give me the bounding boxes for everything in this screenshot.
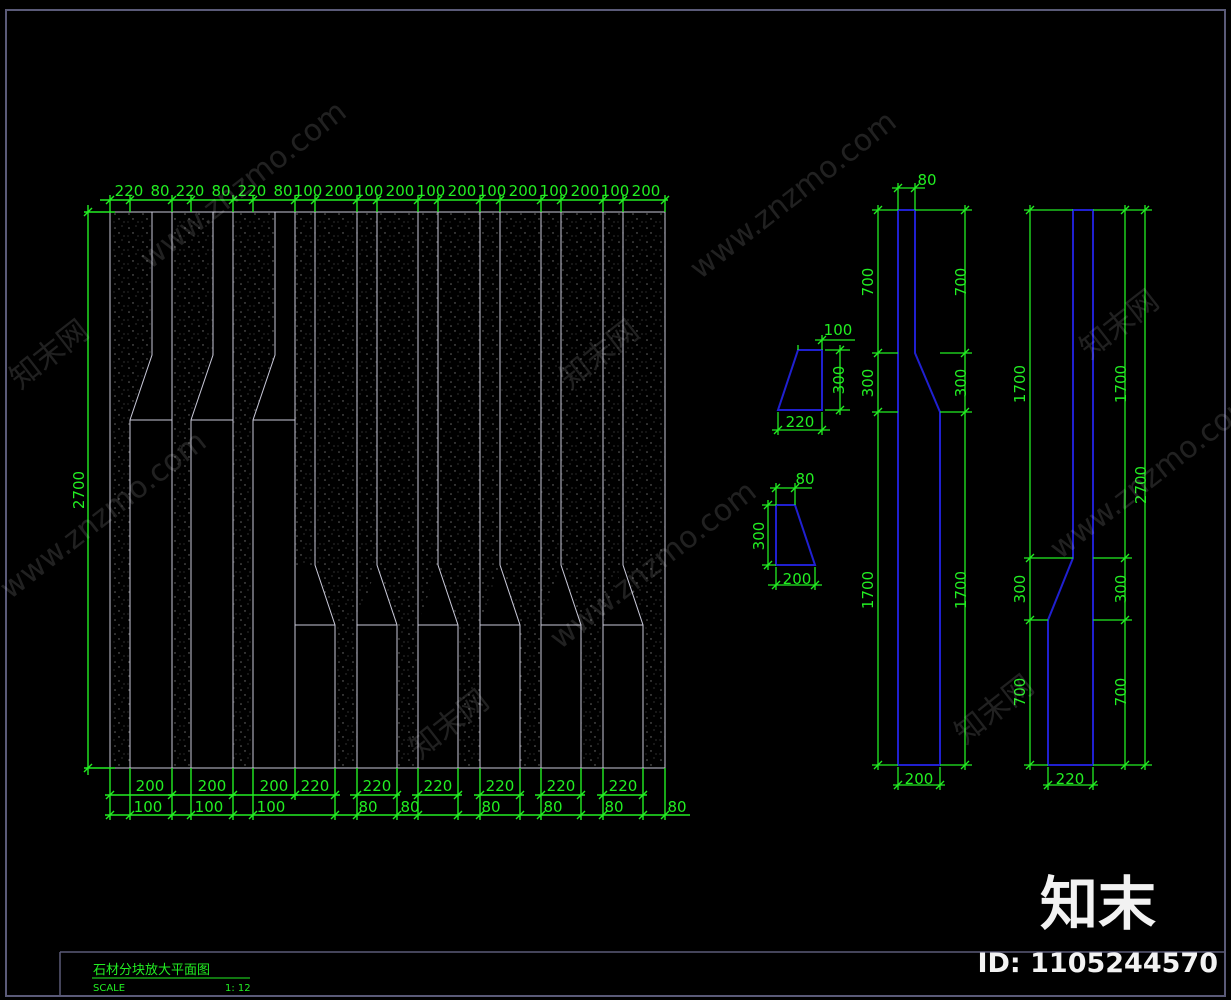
watermark-brand-text: 知末网 bbox=[1073, 283, 1165, 366]
dim-label: 80 bbox=[358, 798, 377, 816]
dim-label: 220 bbox=[238, 182, 267, 200]
dim-label: 220 bbox=[486, 777, 515, 795]
blank-region bbox=[130, 212, 172, 768]
dim-label: 80 bbox=[604, 798, 623, 816]
brand-logo: 知末 ID: 1105244570 bbox=[977, 870, 1218, 979]
drawing-title: 石材分块放大平面图 bbox=[93, 963, 210, 978]
dim-label: 220 bbox=[363, 777, 392, 795]
title-block: 石材分块放大平面图 SCALE 1: 12 bbox=[59, 951, 1225, 996]
watermark-site-text: www.znzmo.com bbox=[683, 104, 903, 286]
viewport-frame bbox=[5, 9, 1226, 997]
dim-label: 220 bbox=[609, 777, 638, 795]
dim-label: 80 bbox=[211, 182, 230, 200]
dim-label: 100 bbox=[478, 182, 507, 200]
dim-label: 100 bbox=[195, 798, 224, 816]
column-1-upper-right-dim: 700 bbox=[952, 268, 970, 297]
height-total-label: 2700 bbox=[70, 471, 88, 509]
piece-b-bottom-dim: 200 bbox=[783, 570, 812, 588]
elevation-panels bbox=[109, 211, 666, 769]
dim-label: 80 bbox=[481, 798, 500, 816]
blank-region bbox=[480, 565, 520, 768]
column-2: 1700 300 700 1700 300 700 2700 220 bbox=[1011, 205, 1152, 790]
piece-b-top-dim: 80 bbox=[795, 470, 814, 488]
blank-region bbox=[295, 565, 335, 768]
dim-label: 100 bbox=[540, 182, 569, 200]
piece-a-bottom-dim: 220 bbox=[786, 413, 815, 431]
dim-label: 100 bbox=[257, 798, 286, 816]
column-2-outline bbox=[1047, 209, 1094, 766]
column-2-lower-left-dim: 700 bbox=[1011, 678, 1029, 707]
top-dimension-labels: 220 80 220 80 220 80 100 200 100 200 100… bbox=[115, 182, 661, 200]
blank-region bbox=[191, 212, 233, 768]
dim-label: 80 bbox=[543, 798, 562, 816]
scale-label: SCALE bbox=[93, 983, 125, 994]
dim-label: 200 bbox=[386, 182, 415, 200]
piece-b-outline bbox=[775, 504, 817, 566]
column-2-upper-left-dim: 1700 bbox=[1011, 365, 1029, 403]
column-1-lower-right-dim: 1700 bbox=[952, 571, 970, 609]
bottom-dimension-labels-row2: 100 100 100 80 80 80 80 80 80 bbox=[134, 798, 687, 816]
blank-region bbox=[603, 565, 643, 768]
bottom-dimension-labels-row1: 200 200 200 220 220 220 220 220 220 bbox=[136, 777, 638, 795]
dim-label: 100 bbox=[417, 182, 446, 200]
dim-label: 100 bbox=[294, 182, 323, 200]
piece-b-height-dim: 300 bbox=[750, 522, 768, 551]
column-1-mid-left-dim: 300 bbox=[859, 369, 877, 398]
brand-logo-text: 知末 bbox=[1040, 870, 1156, 938]
column-2-bottom-dim: 220 bbox=[1056, 770, 1085, 788]
column-2-mid-right-dim: 300 bbox=[1112, 575, 1130, 604]
watermark-brand-text: 知末网 bbox=[3, 313, 95, 396]
piece-a: 100 300 220 bbox=[772, 321, 855, 435]
dim-label: 220 bbox=[176, 182, 205, 200]
watermark-brand-text: 知末网 bbox=[948, 668, 1040, 751]
dim-label: 200 bbox=[260, 777, 289, 795]
column-2-upper-right-dim: 1700 bbox=[1112, 365, 1130, 403]
column-1-mid-right-dim: 300 bbox=[952, 369, 970, 398]
asset-id-text: ID: 1105244570 bbox=[977, 948, 1218, 979]
column-1-outline bbox=[897, 209, 941, 766]
column-2-lower-right-dim: 700 bbox=[1112, 678, 1130, 707]
column-2-total-dim: 2700 bbox=[1132, 466, 1150, 504]
column-1-upper-left-dim: 700 bbox=[859, 268, 877, 297]
dim-label: 220 bbox=[301, 777, 330, 795]
dim-label: 100 bbox=[134, 798, 163, 816]
piece-b: 80 300 200 bbox=[750, 470, 822, 590]
watermark-site-text: www.znzmo.com bbox=[1043, 384, 1231, 566]
piece-a-top-dim: 100 bbox=[824, 321, 853, 339]
scale-value: 1: 12 bbox=[225, 983, 251, 994]
dim-label: 200 bbox=[632, 182, 661, 200]
dim-label: 200 bbox=[136, 777, 165, 795]
dim-label: 220 bbox=[547, 777, 576, 795]
dim-label: 220 bbox=[424, 777, 453, 795]
column-1-top-dim: 80 bbox=[917, 171, 936, 189]
dim-label: 100 bbox=[601, 182, 630, 200]
dim-label: 200 bbox=[198, 777, 227, 795]
dim-label: 200 bbox=[325, 182, 354, 200]
dim-label: 200 bbox=[448, 182, 477, 200]
piece-a-outline bbox=[776, 349, 823, 411]
column-1-bottom-dim: 200 bbox=[905, 770, 934, 788]
blank-region bbox=[418, 565, 458, 768]
dim-label: 220 bbox=[115, 182, 144, 200]
dim-label: 80 bbox=[667, 798, 686, 816]
dim-label: 80 bbox=[273, 182, 292, 200]
blank-region bbox=[253, 212, 295, 768]
dim-label: 100 bbox=[355, 182, 384, 200]
column-1: 80 700 300 1700 700 300 1700 200 bbox=[859, 171, 972, 790]
dim-label: 200 bbox=[509, 182, 538, 200]
dim-label: 80 bbox=[400, 798, 419, 816]
blank-region bbox=[541, 565, 581, 768]
elevation-dimension-lines bbox=[83, 195, 690, 820]
dim-label: 200 bbox=[571, 182, 600, 200]
column-2-mid-left-dim: 300 bbox=[1011, 575, 1029, 604]
blank-region bbox=[357, 565, 397, 768]
column-1-lower-left-dim: 1700 bbox=[859, 571, 877, 609]
piece-a-height-dim: 300 bbox=[830, 366, 848, 395]
dim-label: 80 bbox=[150, 182, 169, 200]
